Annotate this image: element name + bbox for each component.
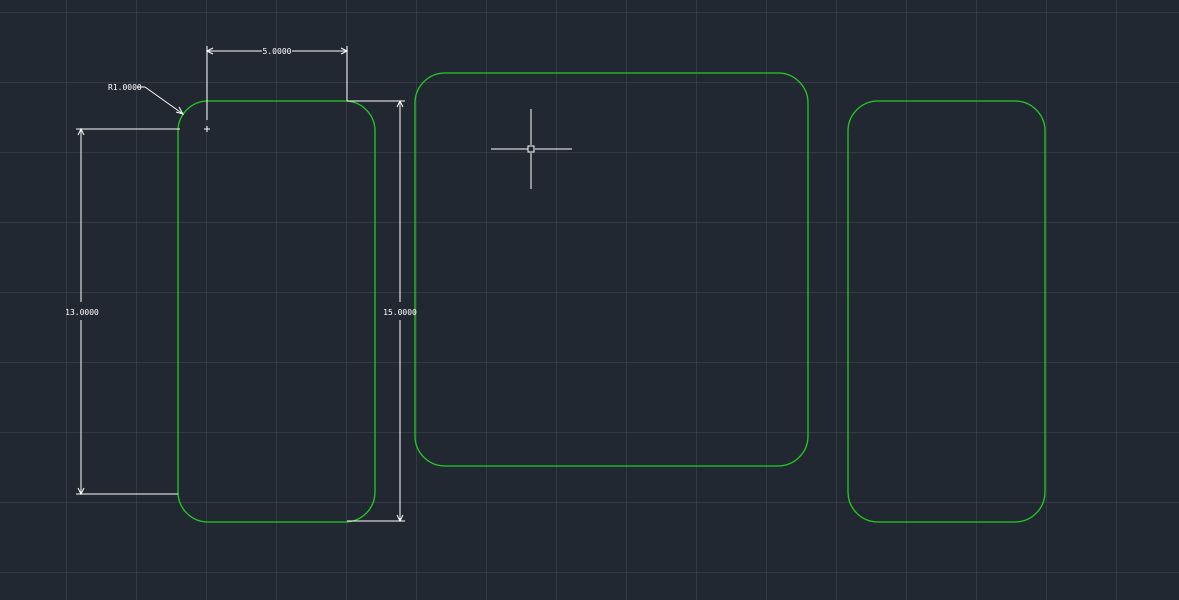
rounded-rect-right[interactable] <box>847 100 1046 523</box>
dimension-right-height-label: 15.0000 <box>383 308 417 317</box>
dimension-right-height[interactable] <box>347 99 405 523</box>
dimension-top-width-label: 5.0000 <box>263 47 292 56</box>
crosshair-cursor-icon <box>491 109 572 189</box>
rounded-rect-left[interactable] <box>177 100 376 523</box>
dimension-left-height-label: 13.0000 <box>65 308 99 317</box>
dimension-radius-label: R1.0000 <box>108 83 142 92</box>
rounded-rect-middle[interactable] <box>414 72 809 467</box>
dimension-radius-leader[interactable] <box>137 86 185 115</box>
dimension-top-width[interactable] <box>205 46 349 120</box>
dimension-left-height[interactable] <box>76 127 180 496</box>
center-mark-icon <box>204 126 210 132</box>
